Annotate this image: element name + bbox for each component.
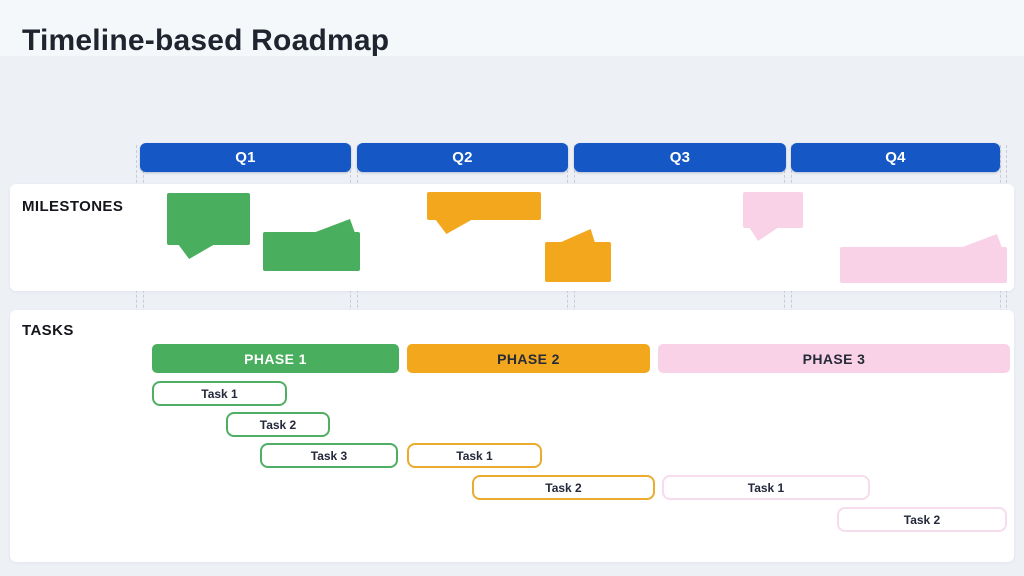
task-bar-green-task-1: Task 1: [152, 381, 287, 406]
quarter-header-q1: Q1: [140, 143, 351, 172]
bubble-body: [743, 192, 803, 228]
task-bar-pink-task-1: Task 1: [662, 475, 870, 500]
milestone-q1-b-bubble: [263, 219, 360, 271]
bubble-body: [427, 192, 541, 220]
phase-bar-3: PHASE 3: [658, 344, 1010, 373]
task-bar-pink-task-2: Task 2: [837, 507, 1007, 532]
quarter-header-q3: Q3: [574, 143, 786, 172]
task-bar-orange-task-2: Task 2: [472, 475, 655, 500]
quarter-header-q4: Q4: [791, 143, 1000, 172]
milestone-q2-a-bubble: [427, 192, 541, 234]
milestone-q2-b-bubble: [545, 229, 611, 282]
tasks-label: TASKS: [22, 322, 74, 339]
task-bar-green-task-3: Task 3: [260, 443, 398, 468]
tasks-section: TASKS PHASE 1 PHASE 2 PHASE 3 Task 1 Task 2…: [10, 310, 1014, 562]
top-strip: [0, 0, 1024, 56]
bubble-tail: [313, 219, 355, 233]
bubble-tail: [559, 229, 595, 243]
phase-bar-1: PHASE 1: [152, 344, 399, 373]
phase-bar-2: PHASE 2: [407, 344, 650, 373]
bubble-body: [545, 242, 611, 282]
milestones-section: MILESTONES: [10, 184, 1014, 291]
task-bar-orange-task-1: Task 1: [407, 443, 542, 468]
bubble-body: [263, 232, 360, 271]
milestone-q4-a-bubble: [840, 234, 1007, 283]
bubble-tail: [178, 244, 215, 259]
quarter-header-q2: Q2: [357, 143, 568, 172]
bubble-body: [167, 193, 250, 245]
bubble-tail: [749, 227, 779, 241]
milestones-label: MILESTONES: [22, 198, 124, 215]
bubble-tail: [435, 219, 473, 234]
milestone-q1-a-bubble: [167, 193, 250, 259]
milestone-q3-a-bubble: [743, 192, 803, 241]
bubble-tail: [960, 234, 1002, 248]
bubble-body: [840, 247, 1007, 283]
task-bar-green-task-2: Task 2: [226, 412, 330, 437]
page-title: Timeline-based Roadmap: [22, 24, 390, 57]
